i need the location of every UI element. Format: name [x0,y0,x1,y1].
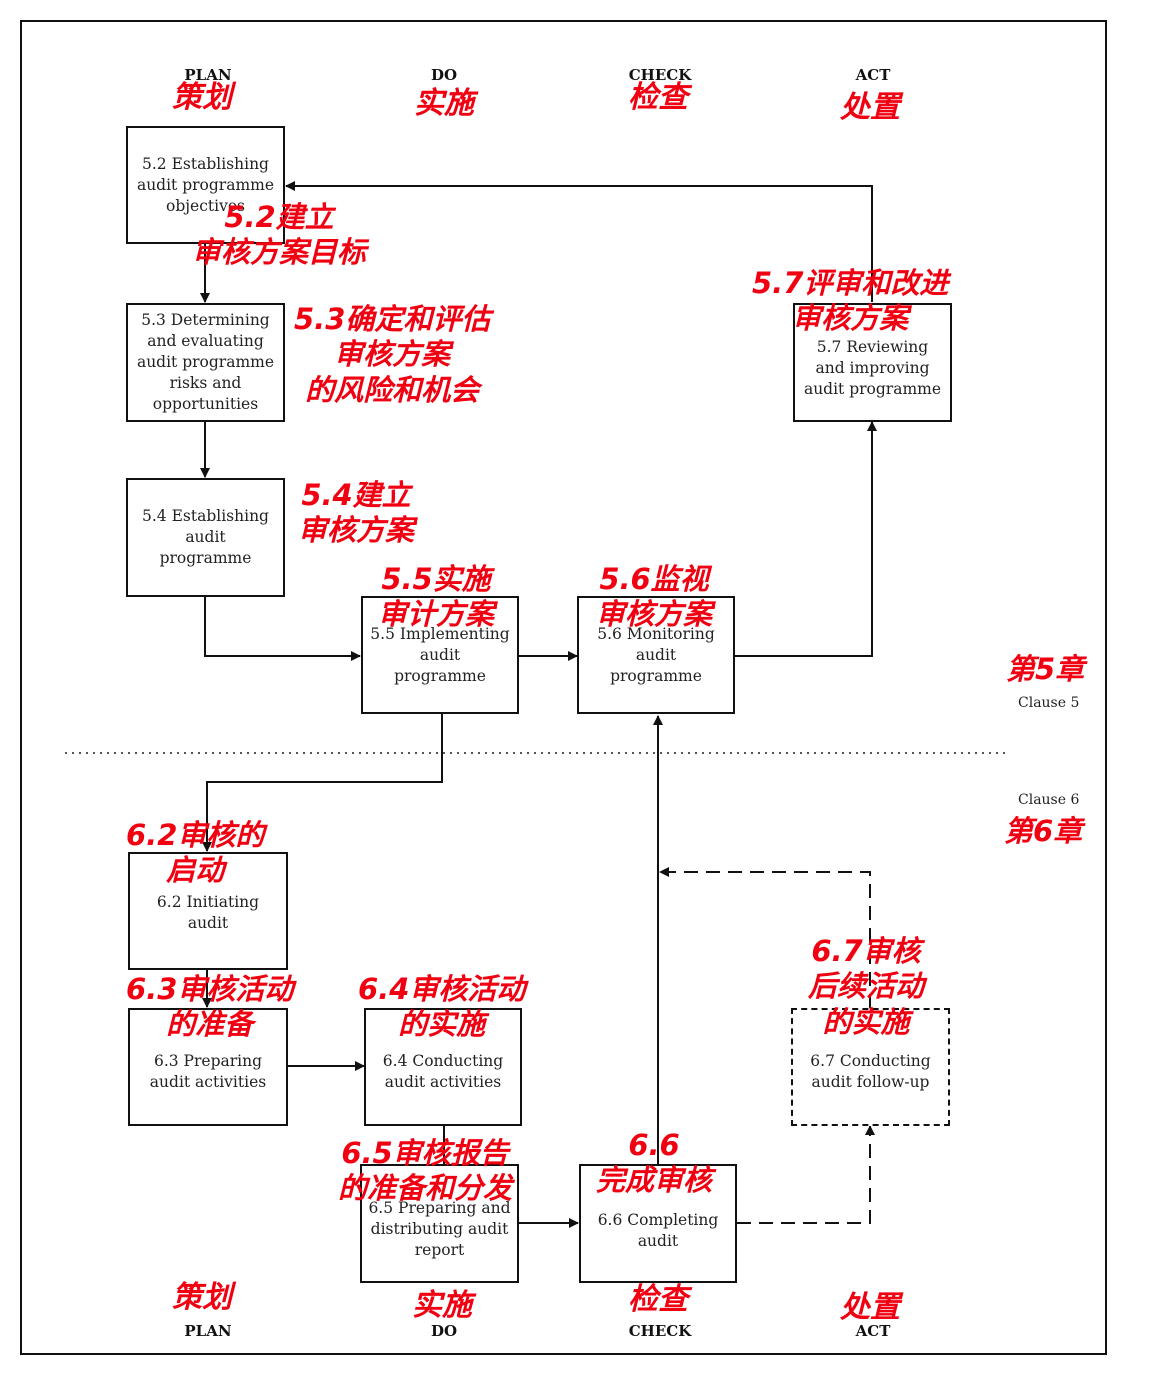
box-6-3: 6.3 Preparing audit activities [128,1008,288,1126]
header-check-top: CHECK [628,66,692,84]
annotation-5-2: 5.2建立 审核方案目标 [192,200,367,270]
diagram-frame [20,20,1107,1355]
arrow-5-6-to-5-7 [735,421,877,657]
box-6-7-label: 6.7 Conducting audit follow-up [810,1052,931,1091]
box-6-6: 6.6 Completing audit [579,1164,737,1283]
box-6-6-label: 6.6 Completing audit [597,1210,719,1250]
box-6-7: 6.7 Conducting audit follow-up [791,1008,950,1126]
box-5-4: 5.4 Establishing audit programme [126,478,285,597]
box-5-5-label: 5.5 Implementing audit programme [370,624,510,685]
box-6-2: 6.2 Initiating audit [128,852,288,970]
annotation-6-4: 6.4审核活动 的实施 [358,972,526,1042]
annotation-5-4: 5.4建立 审核方案 [298,478,415,548]
header-check-bottom: CHECK [628,1322,692,1340]
box-6-5-label: 6.5 Preparing and distributing audit rep… [368,1199,511,1259]
annotation-5-5: 5.5实施 审计方案 [378,562,495,632]
header-plan-top: PLAN [184,66,232,84]
header-do-bottom-zh: 实施 [412,1288,472,1323]
box-5-2: 5.2 Establishing audit programme objecti… [126,126,285,244]
arrow-5-7-to-5-2 [285,181,873,302]
header-plan-bottom-zh: 策划 [172,1280,232,1315]
box-5-7: 5.7 Reviewing and improving audit progra… [793,303,952,422]
annotation-6-2: 6.2审核的 启动 [126,818,265,888]
box-6-2-label: 6.2 Initiating audit [156,893,260,932]
box-5-3: 5.3 Determining and evaluating audit pro… [126,303,285,422]
clause-6-zh: 第6章 [1004,814,1083,848]
box-5-6-label: 5.6 Monitoring audit programme [597,624,715,685]
header-act-bottom-zh: 处置 [840,1290,900,1325]
annotation-6-5: 6.5审核报告 的准备和分发 [338,1136,513,1206]
clause-5-zh: 第5章 [1006,652,1085,686]
header-act-bottom: ACT [855,1322,891,1340]
annotation-6-7: 6.7审核 后续活动 的实施 [808,934,925,1039]
box-5-6: 5.6 Monitoring audit programme [577,596,735,714]
header-do-bottom: DO [430,1322,458,1340]
box-6-4-label: 6.4 Conducting audit activities [382,1052,504,1091]
box-5-5: 5.5 Implementing audit programme [361,596,519,714]
box-6-4: 6.4 Conducting audit activities [364,1008,522,1126]
box-5-3-label: 5.3 Determining and evaluating audit pro… [136,311,275,413]
header-do-top-zh: 实施 [414,86,474,121]
clause-6-label: Clause 6 [1018,792,1080,808]
box-5-2-label: 5.2 Establishing audit programme objecti… [136,154,275,215]
header-plan-top-zh: 策划 [172,80,232,115]
annotation-5-7: 5.7评审和改进 审核方案 [752,266,949,336]
header-do-top: DO [430,66,458,84]
arrow-5-4-to-5-5 [204,597,361,661]
header-plan-bottom: PLAN [184,1322,232,1340]
header-act-top: ACT [855,66,891,84]
box-5-7-label: 5.7 Reviewing and improving audit progra… [803,338,942,398]
arrow-5-5-to-6-2 [202,714,443,852]
box-6-3-label: 6.3 Preparing audit activities [149,1052,267,1091]
annotation-5-6: 5.6监视 审核方案 [596,562,713,632]
annotation-6-3: 6.3审核活动 的准备 [126,972,294,1042]
annotation-5-3: 5.3确定和评估 审核方案 的风险和机会 [294,302,491,407]
header-check-top-zh: 检查 [628,80,688,115]
dashed-arrow-6-6-to-6-7 [737,1125,875,1224]
annotation-6-6: 6.6 完成审核 [596,1128,713,1198]
box-5-4-label: 5.4 Establishing audit programme [142,507,269,567]
header-check-bottom-zh: 检查 [628,1282,688,1317]
clause-5-label: Clause 5 [1018,695,1080,711]
header-act-top-zh: 处置 [840,90,900,125]
box-6-5: 6.5 Preparing and distributing audit rep… [360,1164,519,1283]
dashed-arrow-6-7-to-main [659,867,871,1008]
